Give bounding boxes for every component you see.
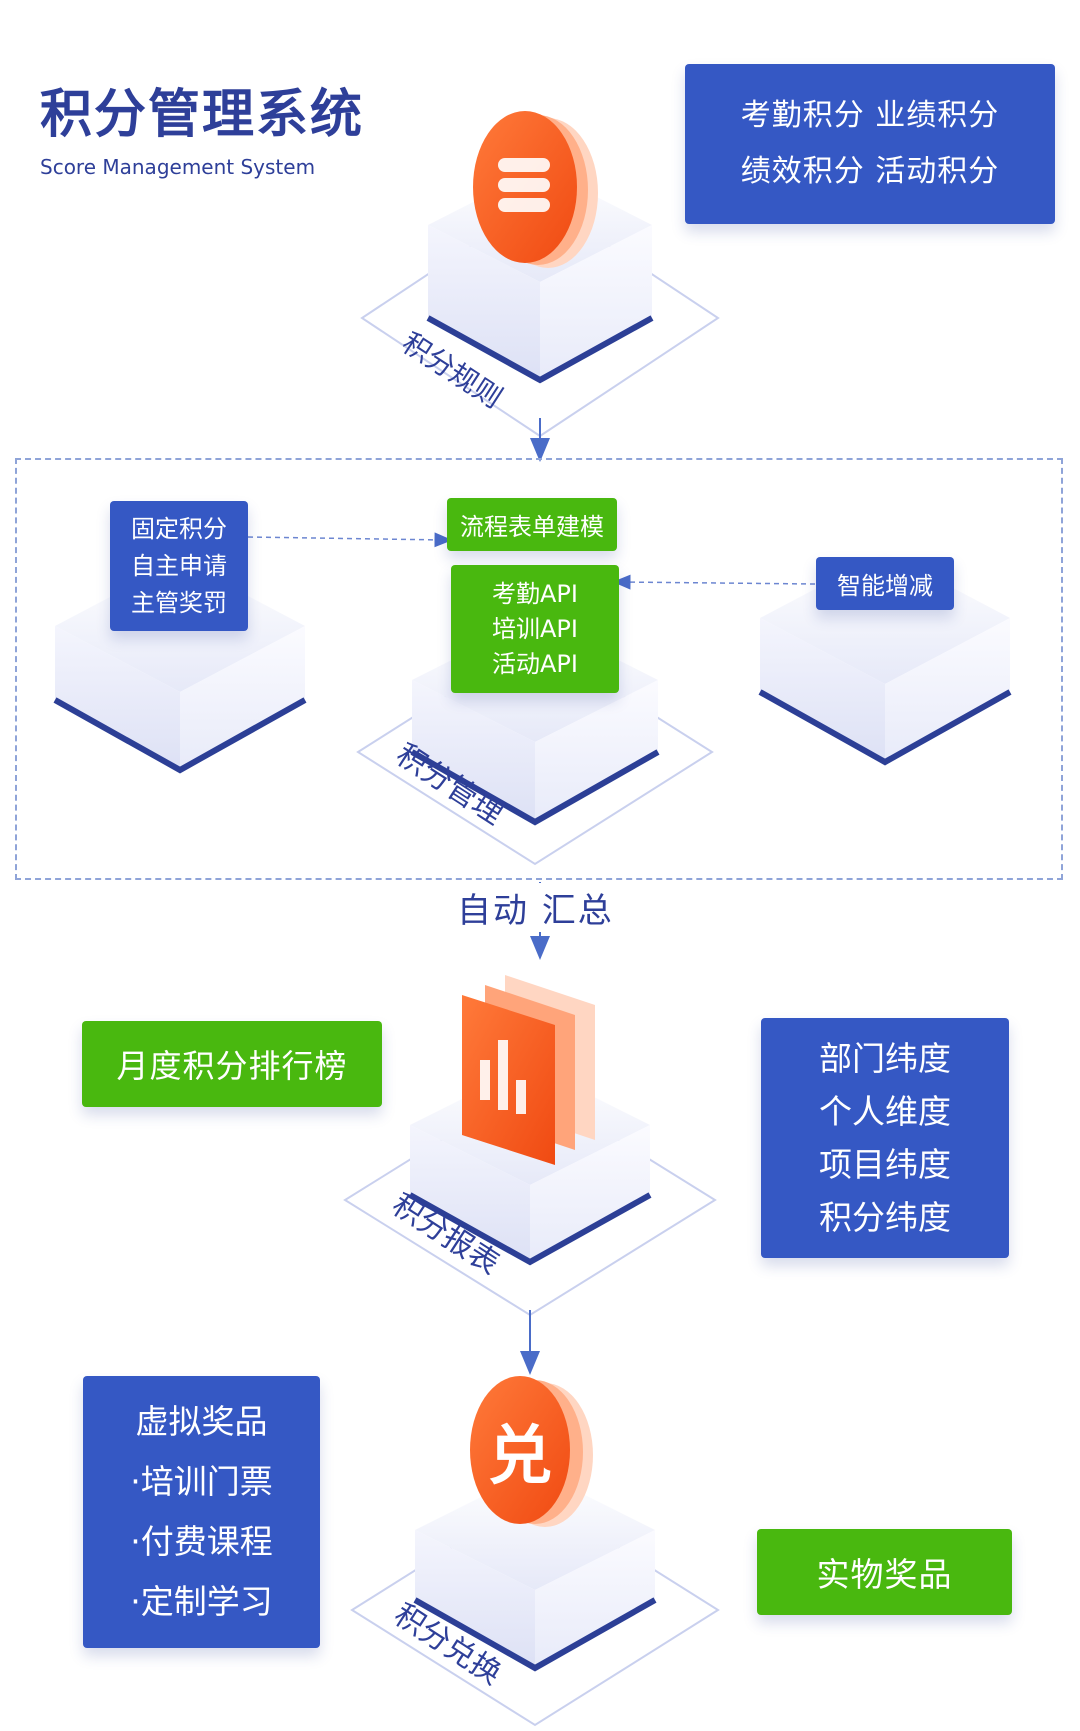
report-block-edge — [408, 1192, 652, 1266]
physical-prize-box: 实物奖品 — [757, 1529, 1012, 1615]
manager-reward-item: 主管奖罚 — [131, 588, 227, 617]
report-block-right — [530, 1125, 650, 1262]
bar-chart-icon — [462, 975, 595, 1165]
stage-rules: 积分规则 — [360, 111, 720, 438]
training-ticket-item: ·培训门票 — [130, 1462, 273, 1501]
title-en: Score Management System — [40, 155, 316, 179]
form-modeling-label: 流程表单建模 — [460, 513, 604, 541]
virtual-prizes-box: 虚拟奖品 ·培训门票 ·付费课程 ·定制学习 — [83, 1376, 320, 1648]
form-modeling-box: 流程表单建模 — [447, 498, 617, 551]
monthly-ranking-box: 月度积分排行榜 — [82, 1021, 382, 1107]
auto-summary-label: 自动 汇总 — [455, 883, 616, 932]
rules-block-edge — [426, 315, 654, 384]
exchange-block-edge — [413, 1597, 657, 1672]
project-dimension-item: 项目纬度 — [819, 1145, 951, 1184]
physical-prize-label: 实物奖品 — [816, 1555, 953, 1594]
rules-block-left — [428, 225, 540, 380]
management-block-edge — [410, 749, 660, 826]
right-block-edge — [758, 689, 1012, 766]
right-block-right — [885, 618, 1010, 762]
dimensions-box: 部门纬度 个人维度 项目纬度 积分纬度 — [761, 1018, 1009, 1258]
right-block-left — [760, 618, 885, 762]
self-apply-item: 自主申请 — [131, 551, 227, 580]
rules-block-right — [540, 225, 652, 380]
exchange-coin-icon: 兑 — [470, 1376, 593, 1527]
database-coin-icon — [473, 111, 598, 268]
stage-report: 积分报表 — [343, 975, 717, 1317]
exchange-block-right — [535, 1530, 655, 1668]
department-dimension-item: 部门纬度 — [819, 1039, 951, 1078]
score-types-line1: 考勤积分 业绩积分 — [740, 98, 1000, 133]
activity-api-item: 活动API — [492, 649, 578, 678]
score-types-box: 考勤积分 业绩积分 绩效积分 活动积分 — [685, 64, 1055, 224]
left-block-left — [55, 626, 180, 770]
left-block-edge — [53, 697, 307, 774]
report-block-left — [410, 1125, 530, 1262]
arrow-left-to-center — [247, 532, 453, 548]
fixed-score-item: 固定积分 — [131, 514, 227, 543]
left-block-right — [180, 626, 305, 770]
monthly-ranking-label: 月度积分排行榜 — [116, 1047, 348, 1085]
arrow-right-to-center — [612, 574, 816, 590]
attendance-api-item: 考勤API — [492, 579, 578, 608]
score-dimension-item: 积分纬度 — [819, 1198, 951, 1237]
exchange-block-left — [415, 1530, 535, 1668]
virtual-prizes-title: 虚拟奖品 — [135, 1402, 268, 1441]
personal-dimension-item: 个人维度 — [819, 1092, 951, 1131]
smart-adjust-label: 智能增减 — [837, 572, 933, 600]
stage-exchange: 兑 积分兑换 — [350, 1376, 720, 1727]
score-types-line2: 绩效积分 活动积分 — [740, 154, 1000, 189]
fixed-score-box: 固定积分 自主申请 主管奖罚 — [110, 501, 248, 631]
management-block-right — [535, 680, 658, 822]
title-cn: 积分管理系统 — [40, 85, 365, 145]
training-api-item: 培训API — [492, 614, 578, 643]
page-title: 积分管理系统 Score Management System — [40, 72, 364, 179]
svg-text:兑: 兑 — [488, 1420, 552, 1494]
management-area — [15, 458, 1063, 880]
paid-course-item: ·付费课程 — [130, 1522, 273, 1561]
exchange-base-outline — [350, 1493, 720, 1727]
smart-adjust-box: 智能增减 — [816, 557, 954, 610]
api-box: 考勤API 培训API 活动API — [451, 565, 619, 693]
management-block-left — [412, 680, 535, 822]
custom-learning-item: ·定制学习 — [130, 1582, 273, 1621]
